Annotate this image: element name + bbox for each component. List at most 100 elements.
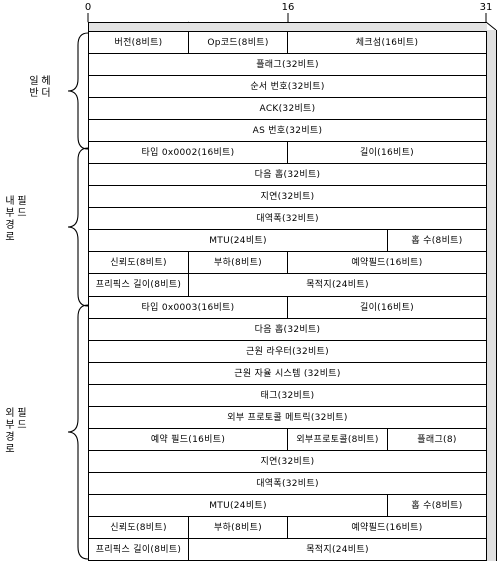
field-text-r6-c0-l0: 다음 홉(32비트) (254, 169, 321, 180)
field-r20-c0: 대역폭(32비트) (88, 472, 487, 495)
field-r22-c1: 부하(8비트) (188, 516, 288, 539)
field-r23-c0: 프리픽스 길이(8비트) (88, 538, 189, 561)
field-text-r8-c0-l0: 대역폭(32비트) (256, 213, 319, 224)
field-text-r12-c1-l0: 길이(16비트) (360, 302, 414, 313)
field-r12-c1: 길이(16비트) (287, 296, 487, 319)
field-text-r10-c2-l0: 예약필드(16비트) (351, 257, 423, 268)
field-r22-c2: 예약필드(16비트) (287, 516, 487, 539)
top-depth-strip (88, 22, 487, 32)
field-r15-c0: 근원 자율 시스템 (32비트) (88, 362, 487, 385)
field-text-r12-c0-l0: 타입 0x0003(16비트) (141, 302, 235, 313)
field-text-r10-c0-l0: 신뢰도 (110, 257, 136, 268)
field-r21-c1: 홉 수(8비트) (387, 494, 487, 517)
field-r2-c0: 순서 번호(32비트) (88, 75, 487, 98)
field-text-r0-c0-l0: 버전(8비트) (114, 37, 163, 48)
field-r19-c0: 지연(32비트) (88, 450, 487, 473)
field-r5-c1: 길이(16비트) (287, 141, 487, 164)
field-text-r0-c1-l1: (8비트) (237, 37, 269, 48)
field-r9-c1: 홉 수(8비트) (387, 229, 487, 252)
field-r3-c0: ACK(32비트) (88, 97, 487, 120)
group-label-external-line2: 필드 (17, 408, 27, 431)
field-r7-c0: 지연(32비트) (88, 185, 487, 208)
bit-tick-0: 0 (84, 2, 92, 13)
field-text-r0-c1-l0: Op코드 (207, 37, 238, 48)
field-text-r20-c0-l0: 대역폭(32비트) (256, 478, 319, 489)
field-text-r4-c0-l0: AS 번호(32비트) (252, 125, 323, 136)
group-label-internal-line2: 필드 (17, 196, 27, 219)
field-text-r23-c1-l0: 목적지(24비트) (306, 544, 369, 555)
field-r22-c0: 신뢰도(8비트) (88, 516, 189, 539)
group-label-internal-line1: 내부 경로 (5, 196, 15, 243)
field-text-r15-c0-l0: 근원 자율 시스템 (32비트) (234, 368, 341, 379)
field-text-r9-c1-l0: 홉 수(8비트) (411, 235, 463, 246)
field-text-r22-c0-l1: (8비트) (135, 522, 167, 533)
field-text-r5-c1-l0: 길이(16비트) (360, 147, 414, 158)
field-r9-c0: MTU(24비트) (88, 229, 388, 252)
field-r18-c0: 예약 필드(16비트) (88, 428, 288, 451)
field-text-r11-c0-l0: 프리픽스 길이 (95, 280, 151, 290)
field-r23-c1: 목적지(24비트) (188, 538, 487, 561)
field-r18-c1: 외부프로토콜(8비트) (287, 428, 388, 451)
field-r16-c0: 태그(32비트) (88, 384, 487, 407)
field-r12-c0: 타입 0x0003(16비트) (88, 296, 288, 319)
field-r6-c0: 다음 홉(32비트) (88, 163, 487, 186)
group-label-external: 외부 경로필드 (4, 408, 28, 456)
field-text-r21-c0-l0: MTU(24비트) (209, 500, 267, 511)
field-text-r22-c0-l0: 신뢰도 (110, 522, 136, 533)
field-r10-c1: 부하(8비트) (188, 251, 288, 274)
field-text-r5-c0-l0: 타입 0x0002(16비트) (141, 147, 235, 158)
brace-internal-route (67, 147, 89, 307)
field-text-r21-c1-l0: 홉 수(8비트) (411, 500, 463, 511)
brace-common-header (67, 32, 89, 150)
field-text-r14-c0-l0: 근원 라우터(32비트) (246, 346, 329, 357)
field-text-r18-c2-l0: 플래그(8) (417, 434, 457, 445)
field-text-r18-c0-l0: 예약 필드(16비트) (150, 434, 226, 445)
field-text-r10-c1-l0: 부하(8비트) (214, 257, 262, 268)
field-text-r11-c1-l0: 목적지(24비트) (306, 280, 369, 290)
field-r17-c0: 외부 프로토콜 메트릭(32비트) (88, 406, 487, 429)
field-r4-c0: AS 번호(32비트) (88, 119, 487, 142)
field-r14-c0: 근원 라우터(32비트) (88, 340, 487, 363)
field-text-r22-c2-l0: 예약필드(16비트) (351, 522, 423, 533)
field-text-r9-c0-l0: MTU(24비트) (209, 235, 267, 246)
field-r13-c0: 다음 홉(32비트) (88, 318, 487, 341)
field-r11-c1: 목적지(24비트) (188, 273, 487, 297)
field-r1-c0: 플래그(32비트) (88, 53, 487, 76)
field-text-r0-c2-l0: 체크섬(16비트) (355, 37, 419, 48)
field-text-r10-c0-l1: (8비트) (135, 257, 167, 268)
field-text-r3-c0-l0: ACK(32비트) (259, 103, 316, 114)
field-text-r18-c1-l1: (8비트) (347, 434, 379, 445)
field-text-r23-c0-l1: (8비트) (150, 544, 182, 555)
bit-tick-31: 31 (479, 2, 493, 13)
field-text-r13-c0-l0: 다음 홉(32비트) (254, 324, 321, 335)
field-text-r17-c0-l0: 외부 프로토콜 메트릭(32비트) (227, 412, 348, 423)
field-r10-c0: 신뢰도(8비트) (88, 251, 189, 274)
group-label-common-line1: 일반 (29, 76, 39, 99)
field-text-r19-c0-l0: 지연(32비트) (260, 456, 315, 467)
group-label-internal: 내부 경로필드 (4, 196, 28, 244)
field-r11-c0: 프리픽스 길이(8비트) (88, 273, 189, 297)
field-text-r11-c0-l1: (8비트) (150, 280, 182, 290)
bit-tick-16: 16 (281, 2, 295, 13)
field-r18-c2: 플래그(8) (387, 428, 487, 451)
field-r8-c0: 대역폭(32비트) (88, 207, 487, 230)
field-text-r23-c0-l0: 프리픽스 길이 (95, 544, 151, 555)
field-r0-c2: 체크섬(16비트) (287, 31, 487, 54)
group-label-common-line2: 헤더 (41, 76, 51, 99)
field-r5-c0: 타입 0x0002(16비트) (88, 141, 288, 164)
field-text-r7-c0-l0: 지연(32비트) (260, 191, 315, 202)
field-text-r16-c0-l0: 태그(32비트) (260, 390, 315, 401)
field-r0-c0: 버전(8비트) (88, 31, 189, 54)
brace-external-route (67, 304, 89, 560)
field-r21-c0: MTU(24비트) (88, 494, 388, 517)
field-text-r18-c1-l0: 외부프로토콜 (296, 434, 348, 445)
field-r10-c2: 예약필드(16비트) (287, 251, 487, 274)
group-label-external-line1: 외부 경로 (5, 408, 15, 455)
group-label-common: 일반헤더 (28, 76, 52, 100)
field-r0-c1: Op코드(8비트) (188, 31, 288, 54)
right-depth-rail (486, 30, 497, 561)
field-text-r1-c0-l0: 플래그(32비트) (256, 59, 319, 70)
field-text-r22-c1-l0: 부하(8비트) (214, 522, 262, 533)
field-text-r2-c0-l0: 순서 번호(32비트) (250, 81, 325, 92)
